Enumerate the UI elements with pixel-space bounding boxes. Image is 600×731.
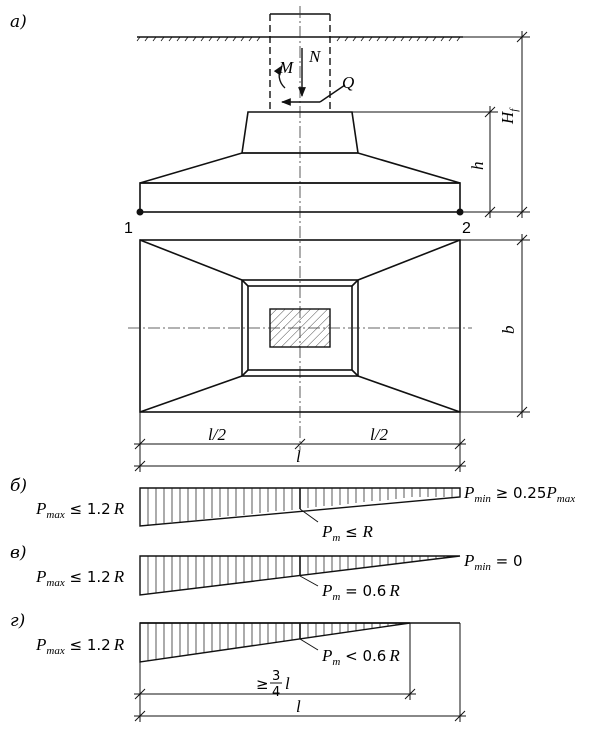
moment-label: M [278, 58, 294, 77]
normal-force-label: N [308, 47, 322, 66]
point-1-marker [136, 208, 144, 216]
svg-text:≥: ≥ [256, 675, 269, 693]
force-arrows [273, 48, 346, 106]
shear-force-label: Q [342, 73, 354, 92]
panel-label-a: а) [10, 12, 27, 32]
total-depth-label: Hf [498, 107, 520, 125]
pressure-diagram-g [139, 622, 460, 663]
contact-length-dimension [134, 623, 466, 722]
panel-label-v: в) [10, 543, 27, 563]
panel-label-b: б) [10, 476, 27, 496]
half-length-left-label: l/2 [208, 425, 226, 444]
slab-height-label: h [468, 162, 487, 171]
svg-text:3: 3 [272, 669, 280, 684]
total-length-label-g: l [296, 697, 301, 716]
pressure-diagram-b [139, 487, 461, 527]
pmin-label-b: Pmin ≥ 0.25Pmax [463, 483, 575, 505]
half-length-right-label: l/2 [370, 425, 388, 444]
width-label: b [499, 326, 518, 335]
length-dimensions [134, 412, 466, 472]
length-label: l [296, 447, 301, 466]
svg-text:l: l [285, 674, 290, 693]
pmin-label-v: Pmin = 0 [463, 551, 523, 573]
width-dimension [460, 234, 530, 418]
point-1-label: 1 [124, 220, 133, 237]
height-dimensions [352, 31, 530, 218]
panel-label-g: г) [10, 611, 25, 631]
pressure-diagram-v [139, 555, 461, 596]
pm-label-b: Pm ≤ R [321, 522, 373, 544]
svg-text:4: 4 [272, 685, 280, 700]
foundation-section [139, 111, 461, 213]
contact-length-label: ≥ 3 4 l [256, 669, 290, 700]
point-2-label: 2 [462, 220, 471, 237]
